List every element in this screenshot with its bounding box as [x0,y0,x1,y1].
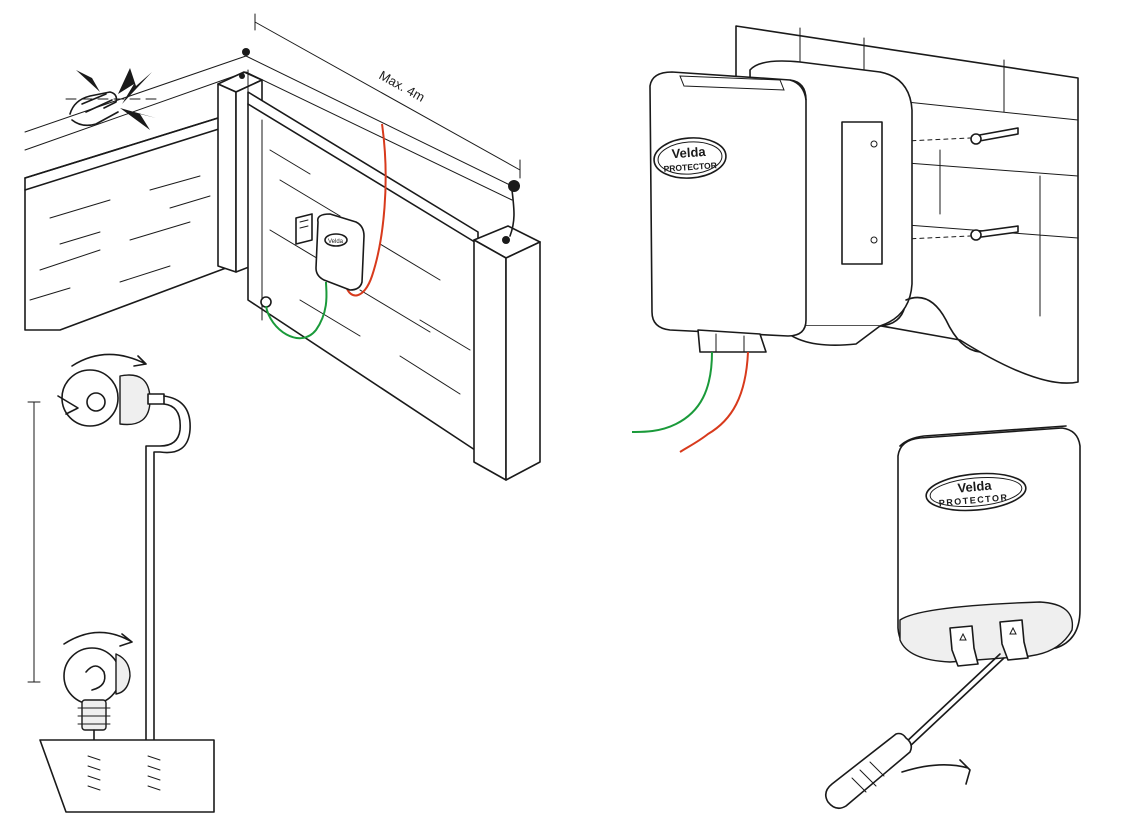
terminal-cover-view: Velda PROTECTOR [826,426,1080,808]
dimension-label: Max. 4m [377,68,428,105]
green-cable [632,352,712,432]
height-bracket [28,402,40,682]
insulator-stake-detail [28,354,214,812]
right-fence-post [474,226,540,480]
red-cable [680,352,748,452]
hand-clap-icon [70,92,118,125]
steel-stake [146,396,190,780]
rotate-arrow-icon-2 [64,632,132,646]
rotate-arrow-icon [72,354,146,366]
screwdriver-icon [826,654,1004,808]
wall-mount-view: Velda PROTECTOR [632,26,1078,452]
protector-device-housing: Velda PROTECTOR [650,72,806,352]
svg-text:Velda: Velda [328,239,344,245]
protector-device-front: Velda PROTECTOR [898,426,1080,666]
left-fence-wall [25,118,226,330]
ground-block [40,740,214,812]
brand-name: Velda [671,144,707,161]
front-brand-name: Velda [957,478,993,496]
upper-insulator [58,370,164,426]
